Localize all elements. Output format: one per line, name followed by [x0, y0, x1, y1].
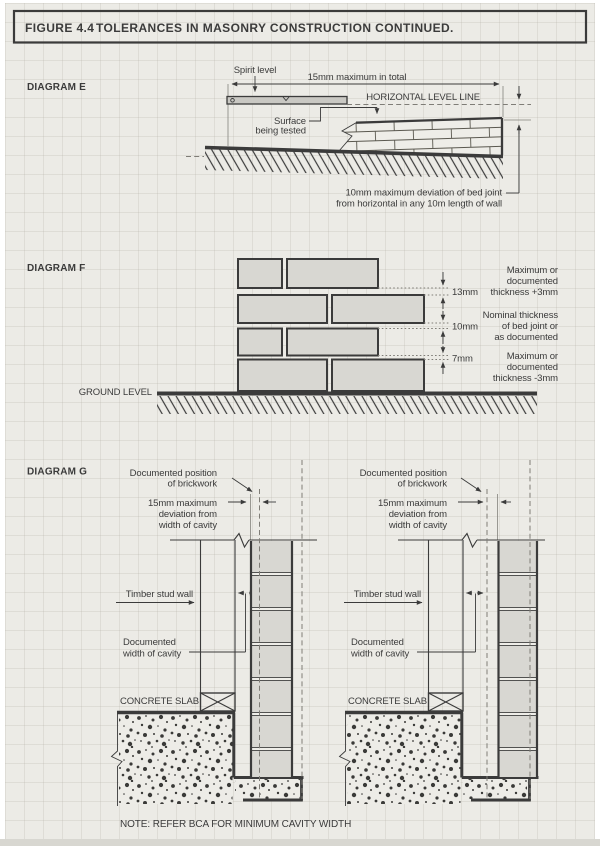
- total-dimension-label: 15mm maximum in total: [308, 72, 407, 83]
- deviation-dimension: [504, 119, 531, 194]
- spirit-level: [226, 95, 348, 105]
- diagram-g-panel-right: Documented position of brickwork 15mm ma…: [338, 460, 545, 806]
- doc-position-arrow: [460, 477, 482, 492]
- gap-desc-2-line3: as documented: [494, 332, 558, 343]
- diagram-f-drawing: 13mm 10mm 7mm Maximum or documented thic…: [79, 258, 559, 414]
- deviation-line1: 15mm maximum: [148, 498, 217, 509]
- cavity-label-line2: width of cavity: [350, 649, 410, 660]
- gap-desc-2-line1: Nominal thickness: [483, 310, 559, 321]
- section-top-line: [170, 532, 317, 549]
- gap-desc-1-line1: Maximum or: [507, 265, 558, 276]
- concrete-slab: [338, 710, 539, 806]
- concrete-slab-label: CONCRETE SLAB: [120, 696, 199, 707]
- diagram-f-label: DIAGRAM F: [27, 263, 85, 274]
- diagram-g-panel-left: Documented position of brickwork 15mm ma…: [110, 460, 317, 806]
- surface-leader-arrow: [309, 107, 380, 122]
- doc-position-line1: Documented position: [130, 468, 217, 479]
- deviation-label-line2: from horizontal in any 10m length of wal…: [336, 199, 502, 210]
- gap-value-7mm: 7mm: [452, 354, 473, 365]
- figure-title: TOLERANCES IN MASONRY CONSTRUCTION CONTI…: [96, 21, 454, 35]
- brick: [286, 327, 379, 357]
- timber-stud-wall: [427, 540, 464, 712]
- stud-wall-label: Timber stud wall: [126, 589, 193, 600]
- page-bottom-edge: [0, 839, 600, 846]
- level-line-label: HORIZONTAL LEVEL LINE: [366, 92, 480, 103]
- doc-position-arrow: [231, 477, 253, 492]
- bca-note: NOTE: REFER BCA FOR MINIMUM CAVITY WIDTH: [120, 819, 351, 830]
- gap-value-10mm: 10mm: [452, 322, 478, 333]
- surface-label-line2: being tested: [255, 126, 306, 137]
- concrete-slab-label: CONCRETE SLAB: [348, 696, 427, 707]
- brick-veneer-wall: [249, 541, 294, 777]
- gap-desc-3-line2: documented: [507, 362, 558, 373]
- doc-position-line2: of brickwork: [398, 479, 448, 490]
- gap-desc-1-line3: thickness +3mm: [491, 287, 559, 298]
- doc-position-line2: of brickwork: [168, 479, 218, 490]
- brick: [331, 358, 425, 392]
- brick: [237, 258, 283, 289]
- brick-wall-wedge: [338, 116, 504, 156]
- brick: [331, 294, 425, 324]
- gap-desc-3-line3: thickness -3mm: [493, 373, 558, 384]
- deviation-line2: deviation from: [389, 509, 447, 520]
- diagram-g-label: DIAGRAM G: [27, 467, 87, 478]
- brick-veneer-wall: [497, 541, 539, 777]
- deviation-label-line1: 10mm maximum deviation of bed joint: [346, 188, 503, 199]
- surface-label-line1: Surface: [274, 116, 306, 127]
- spirit-level-label: Spirit level: [234, 65, 277, 76]
- stud-wall-label: Timber stud wall: [354, 589, 421, 600]
- doc-position-line1: Documented position: [360, 468, 447, 479]
- gap-desc-1-line2: documented: [507, 276, 558, 287]
- brick: [237, 294, 328, 324]
- figure-number: FIGURE 4.4: [25, 21, 94, 35]
- diagram-e-label: DIAGRAM E: [27, 82, 86, 93]
- cavity-dimension: [189, 590, 256, 653]
- gap-value-13mm: 13mm: [452, 287, 478, 298]
- deviation-line3: width of cavity: [388, 520, 448, 531]
- brick: [237, 358, 328, 392]
- diagram-e-drawing: 15mm maximum in total Spirit level HORIZ…: [186, 65, 531, 210]
- deviation-line2: deviation from: [159, 509, 217, 520]
- ground-level-label: GROUND LEVEL: [79, 387, 152, 398]
- figure-title-box: FIGURE 4.4 TOLERANCES IN MASONRY CONSTRU…: [12, 9, 588, 44]
- brick: [237, 327, 283, 357]
- cavity-label-line2: width of cavity: [122, 649, 182, 660]
- ground-e: [186, 145, 504, 179]
- joint-leader-lines: [378, 287, 450, 360]
- concrete-slab: [110, 710, 304, 806]
- brick: [286, 258, 379, 289]
- cavity-label-line1: Documented: [351, 637, 404, 648]
- cavity-label-line1: Documented: [123, 637, 176, 648]
- timber-stud-wall: [199, 540, 236, 712]
- deviation-line1: 15mm maximum: [378, 498, 447, 509]
- cavity-dimension: [417, 590, 484, 653]
- deviation-line3: width of cavity: [158, 520, 218, 531]
- ground-f: [157, 391, 537, 414]
- gap-desc-2-line2: of bed joint or: [502, 321, 558, 332]
- gap-desc-3-line1: Maximum or: [507, 351, 558, 362]
- section-top-line: [398, 532, 545, 549]
